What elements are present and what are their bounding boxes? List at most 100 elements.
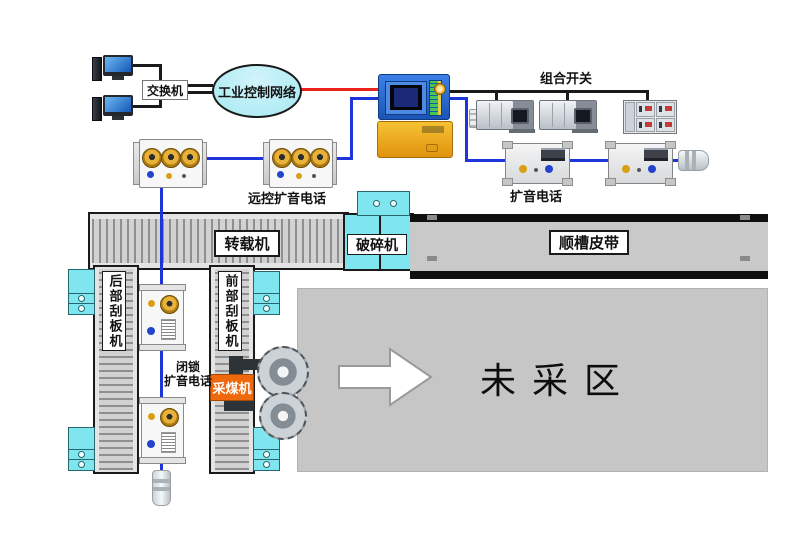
crusher-label: 破碎机 <box>356 237 398 254</box>
shearer-arm-upper <box>229 356 243 375</box>
phone-link-line <box>206 157 264 160</box>
gray-indicator <box>534 168 538 172</box>
indicator-dot <box>78 461 85 468</box>
nameplate <box>161 319 176 340</box>
dial-icon <box>161 148 181 168</box>
rear-scraper-label: 后部刮板机 <box>106 273 122 349</box>
cable-pc1-drop <box>159 64 162 82</box>
indicator-dot <box>373 200 380 207</box>
bus-drop-3 <box>646 92 649 102</box>
belt-clip <box>427 256 437 261</box>
shearer-body: 采煤机 <box>210 374 254 401</box>
support-box <box>253 271 280 295</box>
lockout-phone-1 <box>139 284 186 351</box>
junction-cell <box>636 102 655 117</box>
junction-cell <box>656 117 675 132</box>
blue-indicator <box>147 327 155 335</box>
ethernet-red-line <box>297 88 379 91</box>
unmined-area-label: 未采区 <box>479 361 636 402</box>
trunk-belt-label: 顺槽皮带 <box>558 234 619 252</box>
arrow-right-icon <box>338 347 433 407</box>
monitor-stand <box>112 116 124 120</box>
yellow-indicator <box>296 173 302 179</box>
switch-label: 交换机 <box>146 83 183 98</box>
network-cloud-icon: 工业控制网络 <box>212 64 302 118</box>
rear-scraper-plate: 后部刮板机 <box>102 271 126 351</box>
indicator-dot <box>263 295 270 302</box>
blue-indicator <box>277 171 284 178</box>
indicator-dot <box>263 305 270 312</box>
controller-screen-bezel <box>385 81 427 115</box>
dial-icon <box>160 295 179 314</box>
magnetic-starter-2 <box>539 100 598 133</box>
trunk-belt-plate: 顺槽皮带 <box>549 230 629 255</box>
remote-speaker-phone-1 <box>133 139 207 188</box>
plug-connector-icon <box>678 150 709 171</box>
starter-display <box>511 108 529 124</box>
computer-icon <box>103 55 133 80</box>
junction-cell <box>656 102 675 117</box>
network-label: 工业控制网络 <box>217 85 296 101</box>
indicator-dot <box>78 451 85 458</box>
support-box <box>68 427 95 451</box>
nameplate <box>644 148 668 161</box>
blue-indicator <box>147 171 154 178</box>
crusher-plate: 破碎机 <box>347 234 407 255</box>
junction-terminal-column <box>625 102 635 132</box>
gray-indicator <box>637 168 641 172</box>
nameplate <box>161 432 176 453</box>
dial-icon <box>310 148 330 168</box>
indicator-dot <box>78 295 85 302</box>
power-box-tag <box>422 126 444 133</box>
bus-drop-2 <box>566 92 569 101</box>
starter-base <box>572 129 598 133</box>
dial-icon <box>160 408 179 427</box>
belt-clip <box>740 215 750 220</box>
shearer-arm-upper <box>241 359 265 370</box>
blue-right-h <box>448 97 467 100</box>
indicator-dot <box>263 451 270 458</box>
shearer-arm-lower <box>224 398 254 411</box>
dial-icon <box>272 148 292 168</box>
belt-clip <box>427 215 437 220</box>
bus-drop-1 <box>495 92 498 101</box>
blue-indicator <box>545 165 553 173</box>
speaker-phone-1 <box>502 141 573 186</box>
remote-phone-label: 远控扩音电话 <box>247 192 326 207</box>
combo-switch-label: 组合开关 <box>539 72 592 87</box>
cable-pc1 <box>133 64 162 67</box>
front-scraper-plate: 前部刮板机 <box>218 271 242 351</box>
dial-icon <box>180 148 200 168</box>
crusher-top-unit <box>357 191 410 216</box>
yellow-indicator <box>622 165 630 173</box>
yellow-indicator <box>148 300 155 307</box>
lockout-phone-label: 闭锁 扩音电话 <box>160 360 216 388</box>
starter-display <box>574 108 592 124</box>
gray-indicator <box>312 174 316 178</box>
blue-left-join <box>336 157 353 160</box>
front-scraper-label: 前部刮板机 <box>222 273 238 349</box>
indicator-dot <box>78 305 85 312</box>
blue-right-v <box>465 97 468 162</box>
transfer-conveyor-plate: 转载机 <box>214 230 280 257</box>
belt-clip <box>740 256 750 261</box>
blue-indicator <box>648 165 656 173</box>
remote-speaker-phone-2 <box>263 139 337 188</box>
saw-blade-icon <box>259 392 307 440</box>
speaker-phone-2 <box>605 141 676 186</box>
lockout-label-line1: 闭锁 <box>175 360 200 374</box>
support-box <box>68 269 95 295</box>
phone-tail-line <box>671 159 680 162</box>
monitor-screen <box>105 57 131 72</box>
yellow-indicator <box>166 173 172 179</box>
monitor-screen <box>105 97 131 112</box>
controller-screen <box>390 85 422 110</box>
blue-left-v <box>350 97 353 160</box>
controller-knob <box>434 83 446 95</box>
magnetic-starter-1 <box>476 100 535 133</box>
yellow-indicator <box>519 165 527 173</box>
computer-tower-icon <box>92 97 102 121</box>
power-box-handle <box>426 144 438 152</box>
nameplate <box>541 148 565 161</box>
